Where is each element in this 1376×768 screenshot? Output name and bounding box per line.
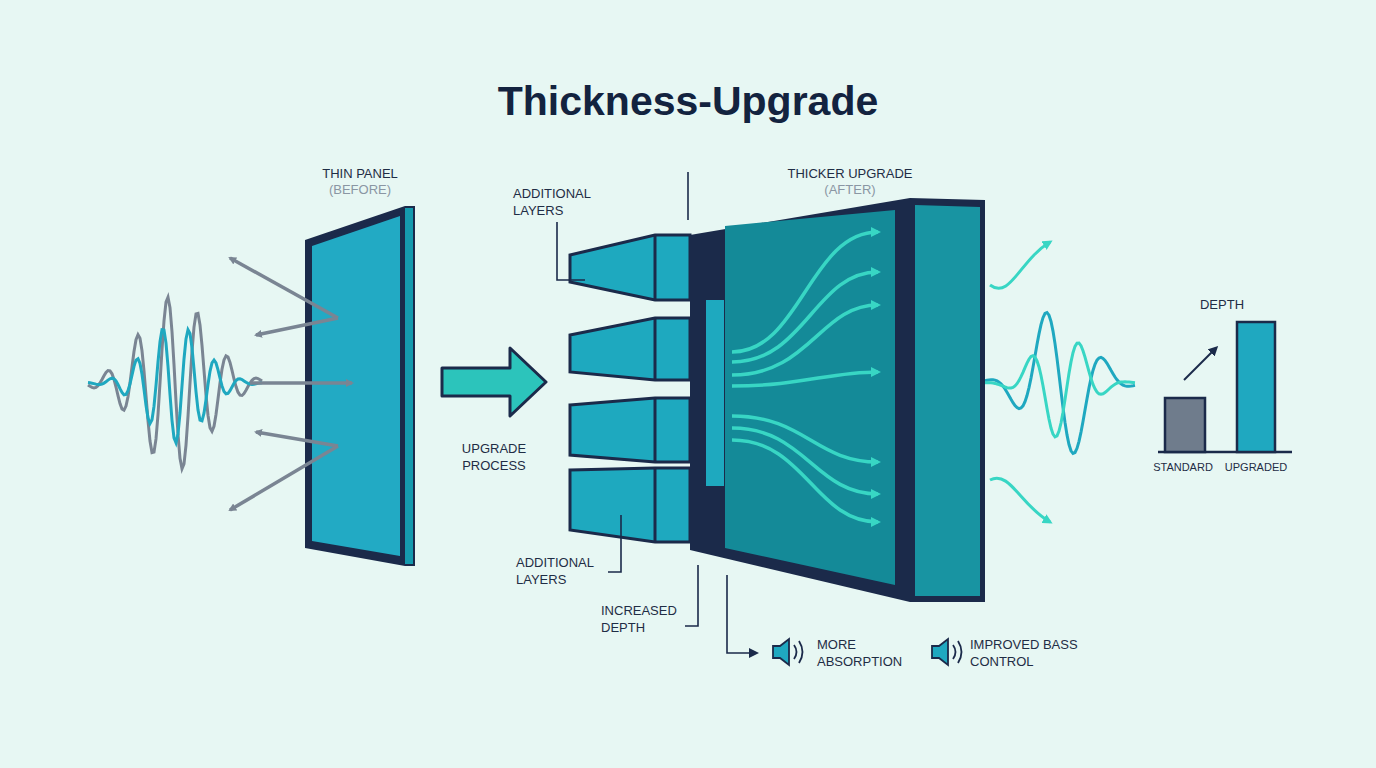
diagram-title: Thickness-Upgrade bbox=[0, 78, 1376, 125]
edge-label: UPGRADE PROCESS bbox=[444, 440, 544, 474]
annotation-label: IMPROVED BASS CONTROL bbox=[970, 636, 1094, 670]
panel-subheading: (AFTER) bbox=[770, 182, 930, 198]
panel-node: THIN PANEL(BEFORE) bbox=[300, 166, 420, 576]
annotation-label: DEPTH bbox=[1182, 296, 1262, 313]
absorption-flows bbox=[732, 232, 878, 522]
annotation-label: STANDARD bbox=[1143, 460, 1223, 475]
annotation-label: UPGRADED bbox=[1216, 460, 1296, 475]
annotation-label: ADDITIONAL LAYERS bbox=[516, 554, 611, 588]
annotation-label: MORE ABSORPTION bbox=[817, 636, 921, 670]
panel-heading: THICKER UPGRADE bbox=[770, 166, 930, 182]
reflection-arrows bbox=[230, 258, 352, 510]
panel-node: THICKER UPGRADE(AFTER) bbox=[560, 166, 1120, 606]
thick-panel bbox=[690, 198, 985, 602]
leader-lines bbox=[557, 172, 756, 653]
panel-subheading: (BEFORE) bbox=[300, 182, 420, 198]
additional-layers bbox=[570, 235, 725, 550]
upgrade-block-arrow bbox=[442, 348, 546, 416]
annotation-label: ADDITIONAL LAYERS bbox=[513, 185, 608, 219]
thin-panel bbox=[305, 206, 415, 566]
depth-bar-chart bbox=[1158, 322, 1292, 452]
output-curves bbox=[990, 242, 1050, 522]
annotation-label: INCREASED DEPTH bbox=[601, 602, 685, 636]
panel-heading: THIN PANEL bbox=[300, 166, 420, 182]
